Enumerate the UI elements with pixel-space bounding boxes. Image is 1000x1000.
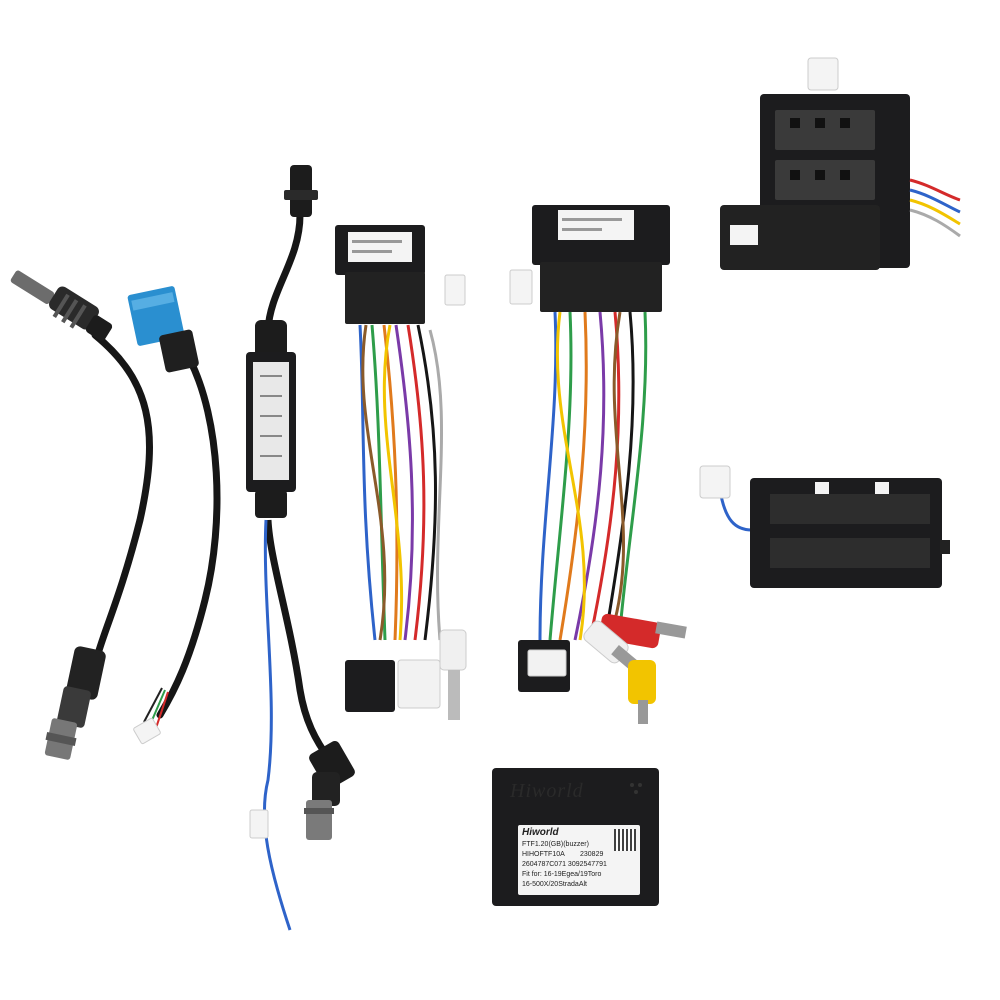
embossed-brand: Hiworld: [510, 780, 584, 802]
label-serial: 2604787C071 3092547791: [522, 861, 607, 868]
label-code: 230829: [580, 851, 604, 858]
label-model: FTF1.20(GB)(buzzer): [522, 841, 589, 848]
antenna-adapter-cable: [10, 270, 153, 760]
label-fit-line: Fit for: 16-19Egea/19Toro: [522, 871, 602, 878]
label-fit-line-2: 16-500X/20StradaAlt: [522, 881, 587, 888]
can-connector: [699, 465, 950, 588]
blue-plug-cable: [127, 286, 221, 745]
main-harness-left: [335, 225, 467, 720]
antenna-amplifier-cable: [246, 165, 355, 931]
label-part: HIHOFTF10A: [522, 851, 565, 858]
main-harness-right: [509, 205, 687, 724]
label-brand: Hiworld: [522, 827, 559, 838]
canbus-product-label: Hiworld FTF1.20(GB)(buzzer) HIHOFTF10A 2…: [518, 825, 640, 895]
rca-plugs: [583, 613, 687, 724]
qr-code-icon: [614, 829, 636, 851]
iso-connector: [720, 57, 961, 270]
